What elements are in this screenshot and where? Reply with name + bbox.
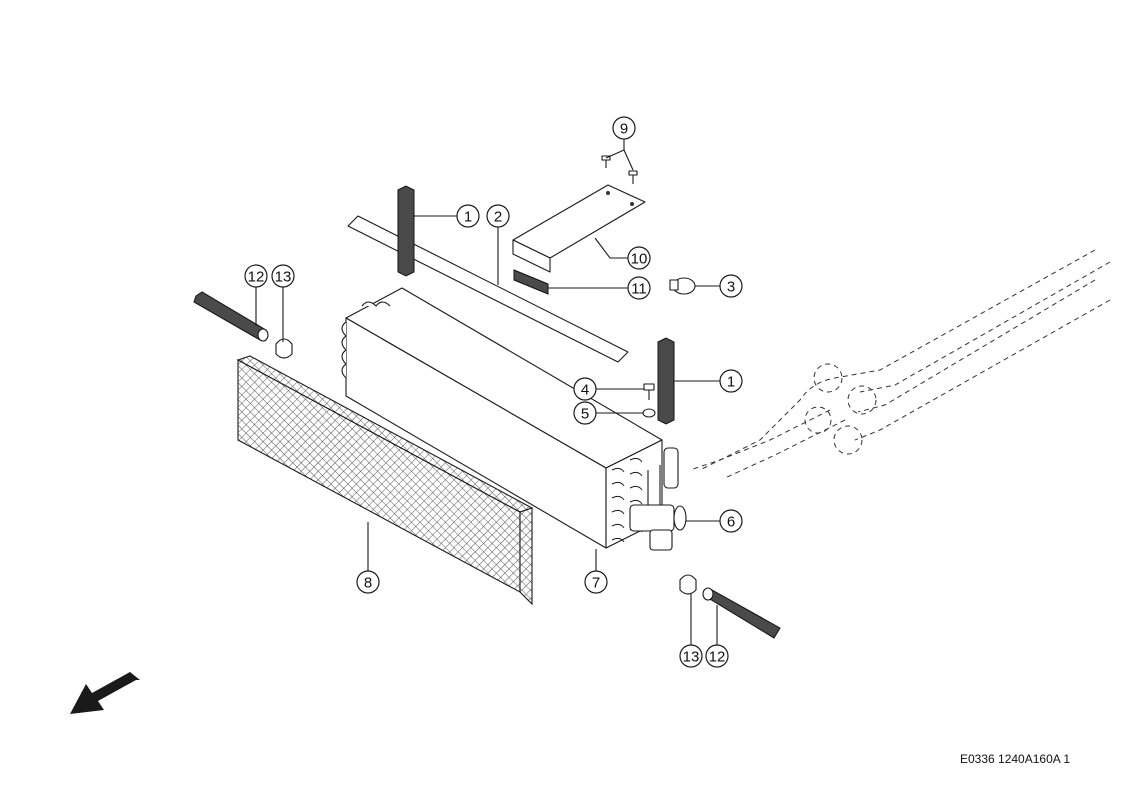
document-code: E0336 1240A160A 1 — [960, 752, 1071, 766]
rubber-strip — [513, 269, 549, 295]
callout-7: 7 — [584, 570, 608, 594]
svg-text:3: 3 — [727, 279, 735, 296]
svg-text:1: 1 — [727, 374, 735, 391]
seal-strip-right — [657, 337, 675, 425]
svg-text:1: 1 — [464, 209, 472, 226]
filter-mesh — [236, 355, 534, 606]
top-plate — [347, 215, 629, 363]
svg-text:5: 5 — [581, 406, 589, 423]
hose-clamp — [669, 277, 696, 295]
hose-clip-right — [679, 574, 697, 595]
dashed-piping — [689, 249, 1111, 479]
svg-text:4: 4 — [581, 382, 589, 399]
direction-arrow — [70, 672, 140, 714]
callout-1-right: 1 — [719, 369, 743, 393]
callout-10: 10 — [627, 246, 651, 270]
svg-text:13: 13 — [683, 649, 700, 666]
drain-hose-right — [702, 587, 781, 639]
callout-12-left: 12 — [244, 264, 268, 288]
callout-2: 2 — [486, 204, 510, 228]
svg-text:12: 12 — [248, 269, 265, 286]
svg-text:12: 12 — [709, 649, 726, 666]
callout-13-right: 13 — [679, 644, 703, 668]
screw-part — [643, 383, 655, 400]
svg-text:6: 6 — [727, 514, 735, 531]
svg-text:13: 13 — [275, 269, 292, 286]
callout-4: 4 — [573, 377, 597, 401]
svg-text:8: 8 — [364, 575, 372, 592]
svg-text:11: 11 — [631, 281, 647, 298]
washer-part — [642, 408, 656, 418]
svg-text:10: 10 — [631, 251, 648, 268]
leader-lines — [255, 139, 720, 645]
drain-hose-left — [193, 291, 269, 342]
callout-1-top: 1 — [456, 204, 480, 228]
svg-text:2: 2 — [494, 209, 502, 226]
callout-3: 3 — [719, 274, 743, 298]
callout-13-left: 13 — [271, 264, 295, 288]
callout-6: 6 — [719, 509, 743, 533]
callout-11: 11 — [627, 276, 651, 300]
seal-strip-top — [397, 185, 415, 277]
svg-text:9: 9 — [620, 121, 628, 138]
expansion-valve — [629, 447, 687, 551]
mounting-screws — [601, 155, 638, 184]
hose-clip-left — [275, 338, 293, 359]
callout-9: 9 — [612, 116, 636, 140]
callout-8: 8 — [356, 570, 380, 594]
svg-text:7: 7 — [592, 575, 600, 592]
cover-bracket — [512, 184, 646, 273]
callout-5: 5 — [573, 401, 597, 425]
callout-12-right: 12 — [705, 644, 729, 668]
